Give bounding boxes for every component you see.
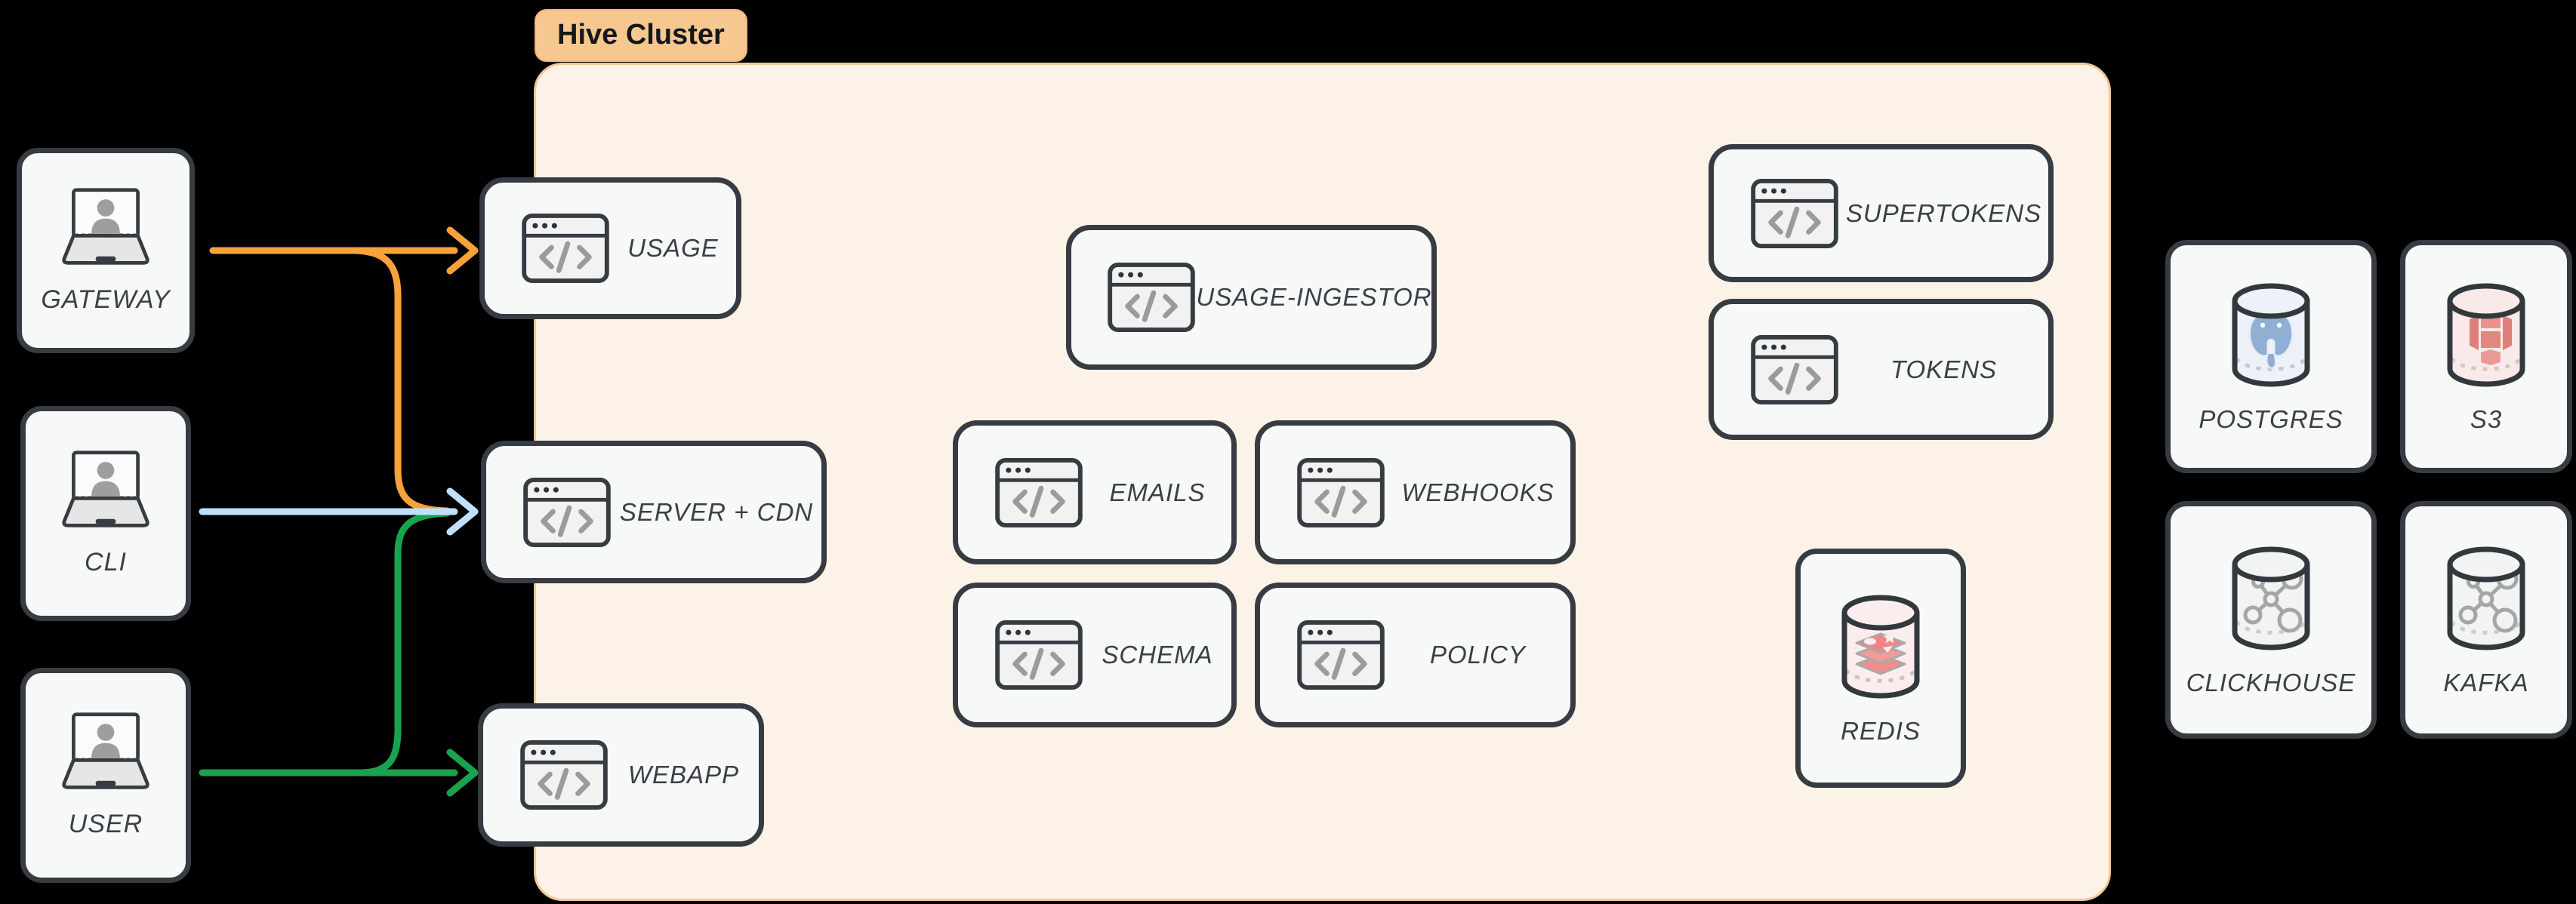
node-label: POSTGRES [2199,404,2343,433]
edge-gateway-to-usage [209,226,479,275]
code-window-icon [1750,178,1839,249]
node-s3: S3 [2400,240,2572,473]
node-user: USER [20,668,191,883]
node-supertokens: SUPERTOKENS [1709,144,2054,282]
node-label: CLICKHOUSE [2186,668,2356,696]
node-postgres: POSTGRES [2165,240,2377,473]
node-server-cdn: SERVER + CDN [481,441,827,583]
node-label: WEBAPP [627,761,740,789]
node-usage-ingestor: USAGE-INGESTOR [1066,225,1437,370]
code-window-icon [1296,620,1385,690]
node-cli: CLI [20,406,191,621]
edge-user-to-server-cdn [359,509,451,776]
node-label: USER [68,810,143,838]
node-label: EMAILS [1109,478,1206,506]
node-webapp: WEBAPP [478,703,764,847]
code-window-icon [994,620,1083,690]
code-window-icon [519,739,609,810]
node-webhooks: WEBHOOKS [1255,420,1576,564]
node-label: KAFKA [2443,668,2529,696]
edge-cli-to-server-cdn [199,487,479,536]
node-label: SUPERTOKENS [1845,198,2042,227]
redis-database-icon [1832,592,1930,705]
node-label: USAGE [627,234,719,262]
s3-database-icon [2437,280,2535,393]
edge-user-to-webapp [199,749,479,797]
kafka-database-icon [2437,543,2535,656]
code-window-icon [994,457,1083,528]
code-window-icon [1750,334,1839,405]
node-kafka: KAFKA [2400,501,2572,739]
node-gateway: GATEWAY [17,148,195,353]
node-label: CLI [85,548,127,577]
code-window-icon [1296,457,1385,528]
node-label: TOKENS [1890,355,1998,383]
clickhouse-database-icon [2222,543,2320,656]
node-label: REDIS [1841,716,1921,745]
laptop-user-icon [48,712,163,792]
node-label: S3 [2470,404,2503,433]
node-label: POLICY [1429,641,1527,669]
edge-gateway-to-server-cdn [351,247,451,515]
code-window-icon [521,213,610,284]
node-label: GATEWAY [41,284,171,314]
node-policy: POLICY [1255,583,1576,727]
node-usage: USAGE [479,177,741,319]
code-window-icon [1107,262,1196,333]
node-redis: REDIS [1795,549,1966,788]
laptop-user-icon [48,187,163,267]
node-label: SERVER + CDN [619,497,814,526]
node-emails: EMAILS [953,420,1237,564]
node-label: SCHEMA [1102,641,1213,669]
postgres-database-icon [2222,280,2320,393]
cluster-tag: Hive Cluster [535,9,747,62]
node-label: USAGE-INGESTOR [1196,283,1432,311]
code-window-icon [522,477,612,548]
node-clickhouse: CLICKHOUSE [2165,501,2377,739]
node-schema: SCHEMA [953,583,1237,727]
node-tokens: TOKENS [1709,299,2054,440]
node-label: WEBHOOKS [1401,478,1555,506]
laptop-user-icon [48,450,163,530]
